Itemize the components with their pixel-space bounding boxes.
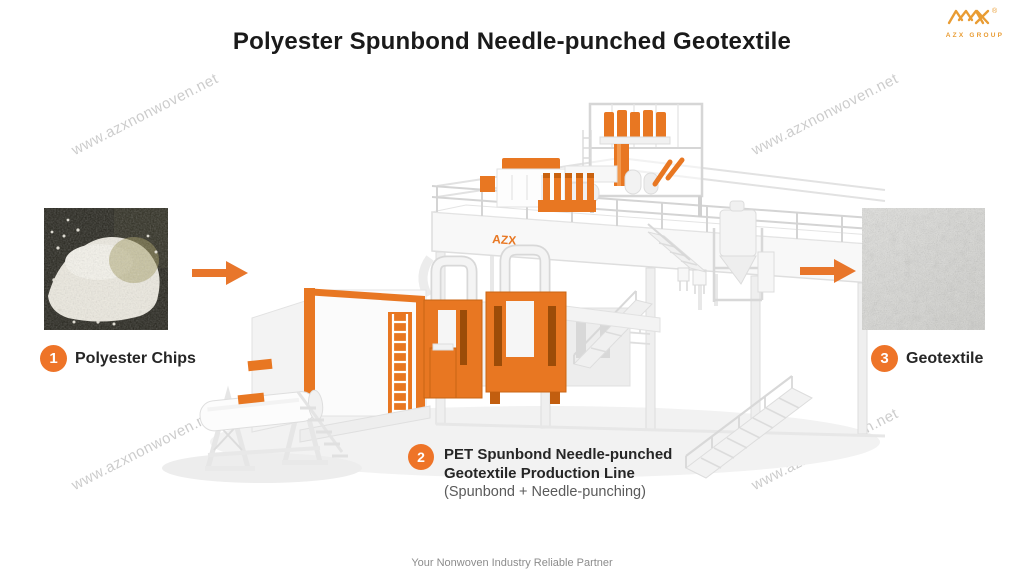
brand-name: AZX GROUP (945, 32, 1005, 39)
step3-label: Geotextile (906, 350, 984, 367)
step2-label-line2: Geotextile Production Line (444, 464, 635, 482)
winder (199, 358, 348, 471)
step2-sublabel: (Spunbond + Needle-punching) (444, 484, 646, 500)
brand-logo: ® AZX GROUP (940, 6, 1010, 39)
staircase-upper (647, 223, 707, 273)
material-silo (677, 200, 775, 302)
machine-brand-logo: AZX (492, 232, 517, 248)
step2-badge: 2 (408, 444, 434, 470)
step3-badge: 3 (871, 345, 898, 372)
polyester-chips-photo (44, 208, 168, 330)
step2-label-line1: PET Spunbond Needle-punched (444, 446, 673, 463)
staircase-main (685, 375, 813, 479)
dosing-hoppers (604, 110, 666, 138)
flow-arrow-left-icon (192, 261, 248, 285)
flow-arrow-right-icon (800, 259, 856, 283)
spin-manifold (538, 173, 596, 212)
floor-conveyor (299, 405, 431, 443)
step1-badge: 1 (40, 345, 67, 372)
registered-mark: ® (992, 7, 998, 15)
geotextile-fabric-photo (862, 208, 985, 330)
page-title: Polyester Spunbond Needle-punched Geotex… (232, 28, 792, 55)
azx-logo-icon: ® (947, 7, 998, 25)
step2-label: PET Spunbond Needle-punched Geotextile P… (444, 446, 672, 502)
needle-looms (423, 244, 661, 404)
blower-units (624, 157, 685, 195)
accumulator-ladder (391, 314, 409, 416)
step1-label: Polyester Chips (75, 350, 196, 367)
footer-tagline: Your Nonwoven Industry Reliable Partner (411, 557, 613, 569)
